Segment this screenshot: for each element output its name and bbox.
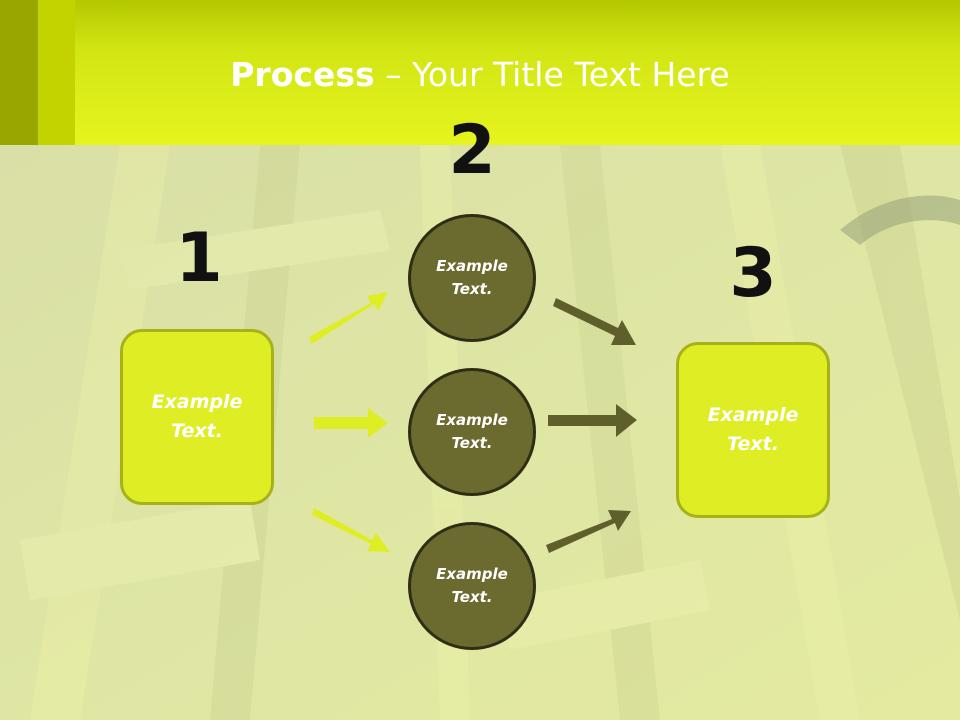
step-3-box: Example Text. — [676, 342, 830, 518]
step-number-3: 3 — [729, 234, 777, 313]
slide-title: Process – Your Title Text Here — [0, 55, 960, 94]
step-number-2: 2 — [448, 111, 496, 190]
step-1-box: Example Text. — [120, 329, 274, 505]
title-rest: – Your Title Text Here — [374, 55, 730, 94]
title-bold: Process — [230, 55, 375, 94]
step-2-bottom-label: Example Text. — [436, 565, 508, 606]
step-1-label: Example Text. — [151, 391, 243, 442]
step-3-label: Example Text. — [707, 404, 799, 455]
step-2-circle-bottom: Example Text. — [408, 522, 536, 650]
step-2-middle-label: Example Text. — [436, 411, 508, 452]
step-2-circle-top: Example Text. — [408, 214, 536, 342]
step-2-circle-middle: Example Text. — [408, 368, 536, 496]
step-number-1: 1 — [175, 219, 223, 298]
step-2-top-label: Example Text. — [436, 257, 508, 298]
